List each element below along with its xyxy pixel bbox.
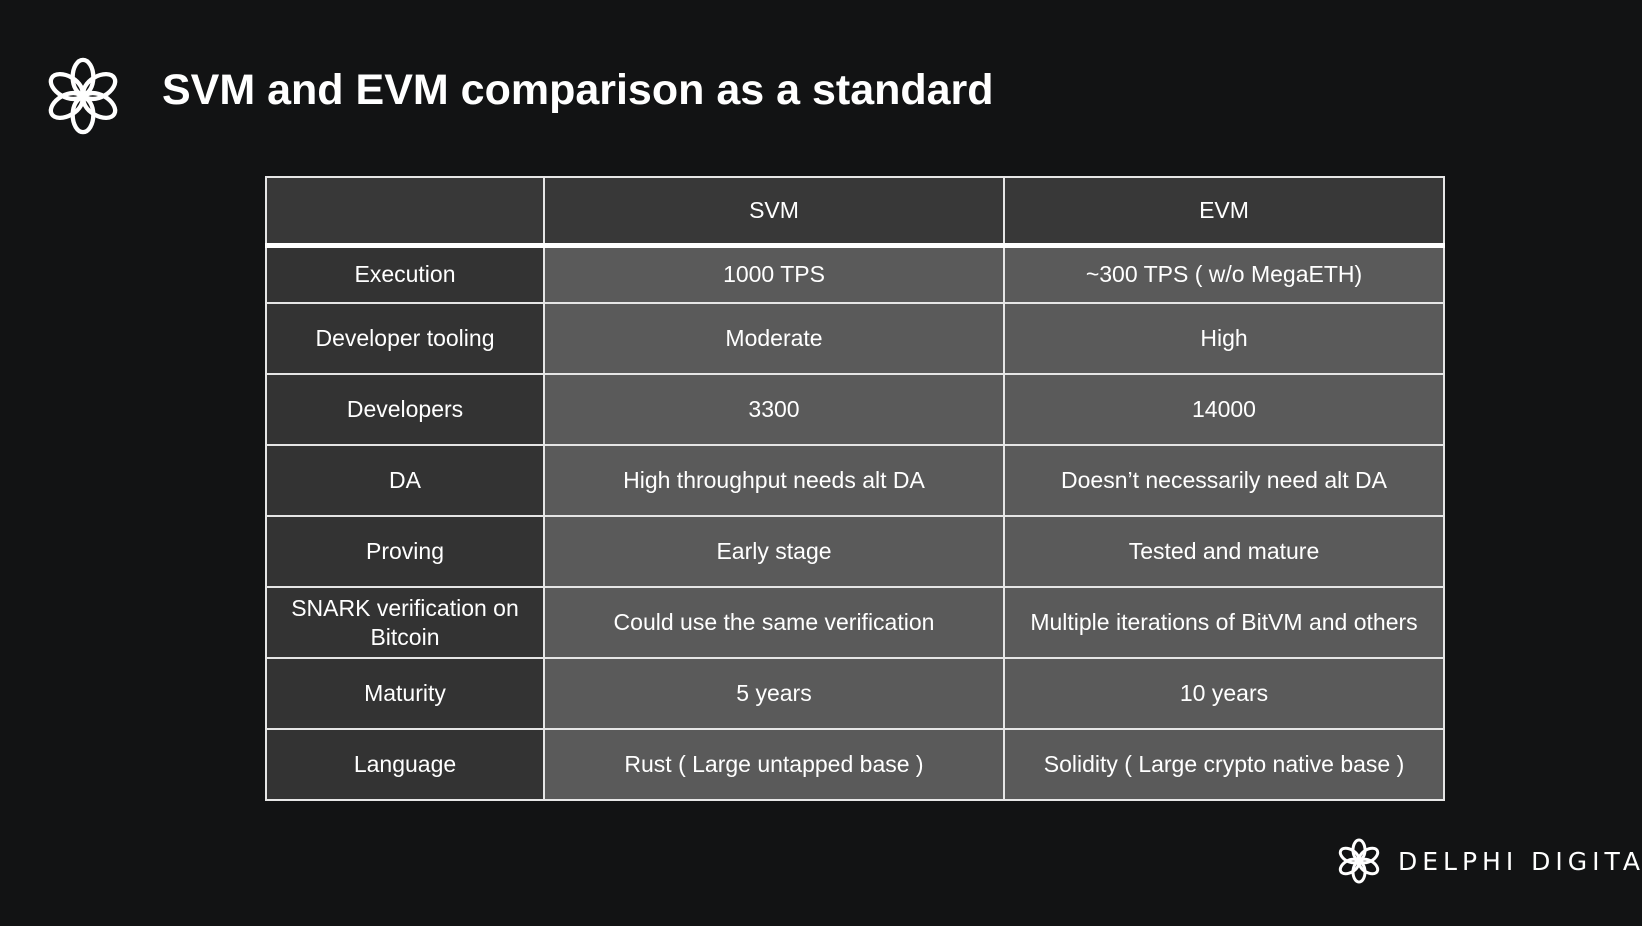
table-header-row: SVM EVM (265, 176, 1445, 248)
table-row: Language Rust ( Large untapped base ) So… (265, 728, 1445, 801)
table-row: Execution 1000 TPS ~300 TPS ( w/o MegaET… (265, 244, 1445, 304)
brand-footer: DELPHI DIGITAL (1334, 836, 1642, 886)
evm-cell: High (1003, 302, 1445, 375)
page-title: SVM and EVM comparison as a standard (162, 66, 994, 114)
row-label: Execution (265, 244, 545, 304)
svm-cell: Could use the same verification (543, 586, 1005, 659)
evm-cell: Tested and mature (1003, 515, 1445, 588)
table-header-evm: EVM (1003, 176, 1445, 248)
evm-cell: 14000 (1003, 373, 1445, 446)
row-label: Developers (265, 373, 545, 446)
svm-cell: Rust ( Large untapped base ) (543, 728, 1005, 801)
row-label: SNARK verification on Bitcoin (265, 586, 545, 659)
evm-cell: 10 years (1003, 657, 1445, 730)
row-label: Developer tooling (265, 302, 545, 375)
svm-cell: High throughput needs alt DA (543, 444, 1005, 517)
delphi-knot-icon (1338, 838, 1380, 884)
svm-cell: Early stage (543, 515, 1005, 588)
evm-cell: Multiple iterations of BitVM and others (1003, 586, 1445, 659)
table-row: Maturity 5 years 10 years (265, 657, 1445, 730)
table-row: DA High throughput needs alt DA Doesn’t … (265, 444, 1445, 517)
row-label: Maturity (265, 657, 545, 730)
table-row: Developer tooling Moderate High (265, 302, 1445, 375)
evm-cell: Doesn’t necessarily need alt DA (1003, 444, 1445, 517)
table-header-corner (265, 176, 545, 248)
delphi-logo-icon (48, 57, 118, 135)
table-row: Proving Early stage Tested and mature (265, 515, 1445, 588)
row-label: DA (265, 444, 545, 517)
comparison-table: SVM EVM Execution 1000 TPS ~300 TPS ( w/… (265, 176, 1445, 801)
table-row: SNARK verification on Bitcoin Could use … (265, 586, 1445, 659)
svm-cell: 3300 (543, 373, 1005, 446)
svm-cell: 5 years (543, 657, 1005, 730)
row-label: Language (265, 728, 545, 801)
brand-name: DELPHI DIGITAL (1398, 846, 1642, 876)
svm-cell: 1000 TPS (543, 244, 1005, 304)
svm-cell: Moderate (543, 302, 1005, 375)
row-label: Proving (265, 515, 545, 588)
table-row: Developers 3300 14000 (265, 373, 1445, 446)
evm-cell: ~300 TPS ( w/o MegaETH) (1003, 244, 1445, 304)
evm-cell: Solidity ( Large crypto native base ) (1003, 728, 1445, 801)
table-header-svm: SVM (543, 176, 1005, 248)
